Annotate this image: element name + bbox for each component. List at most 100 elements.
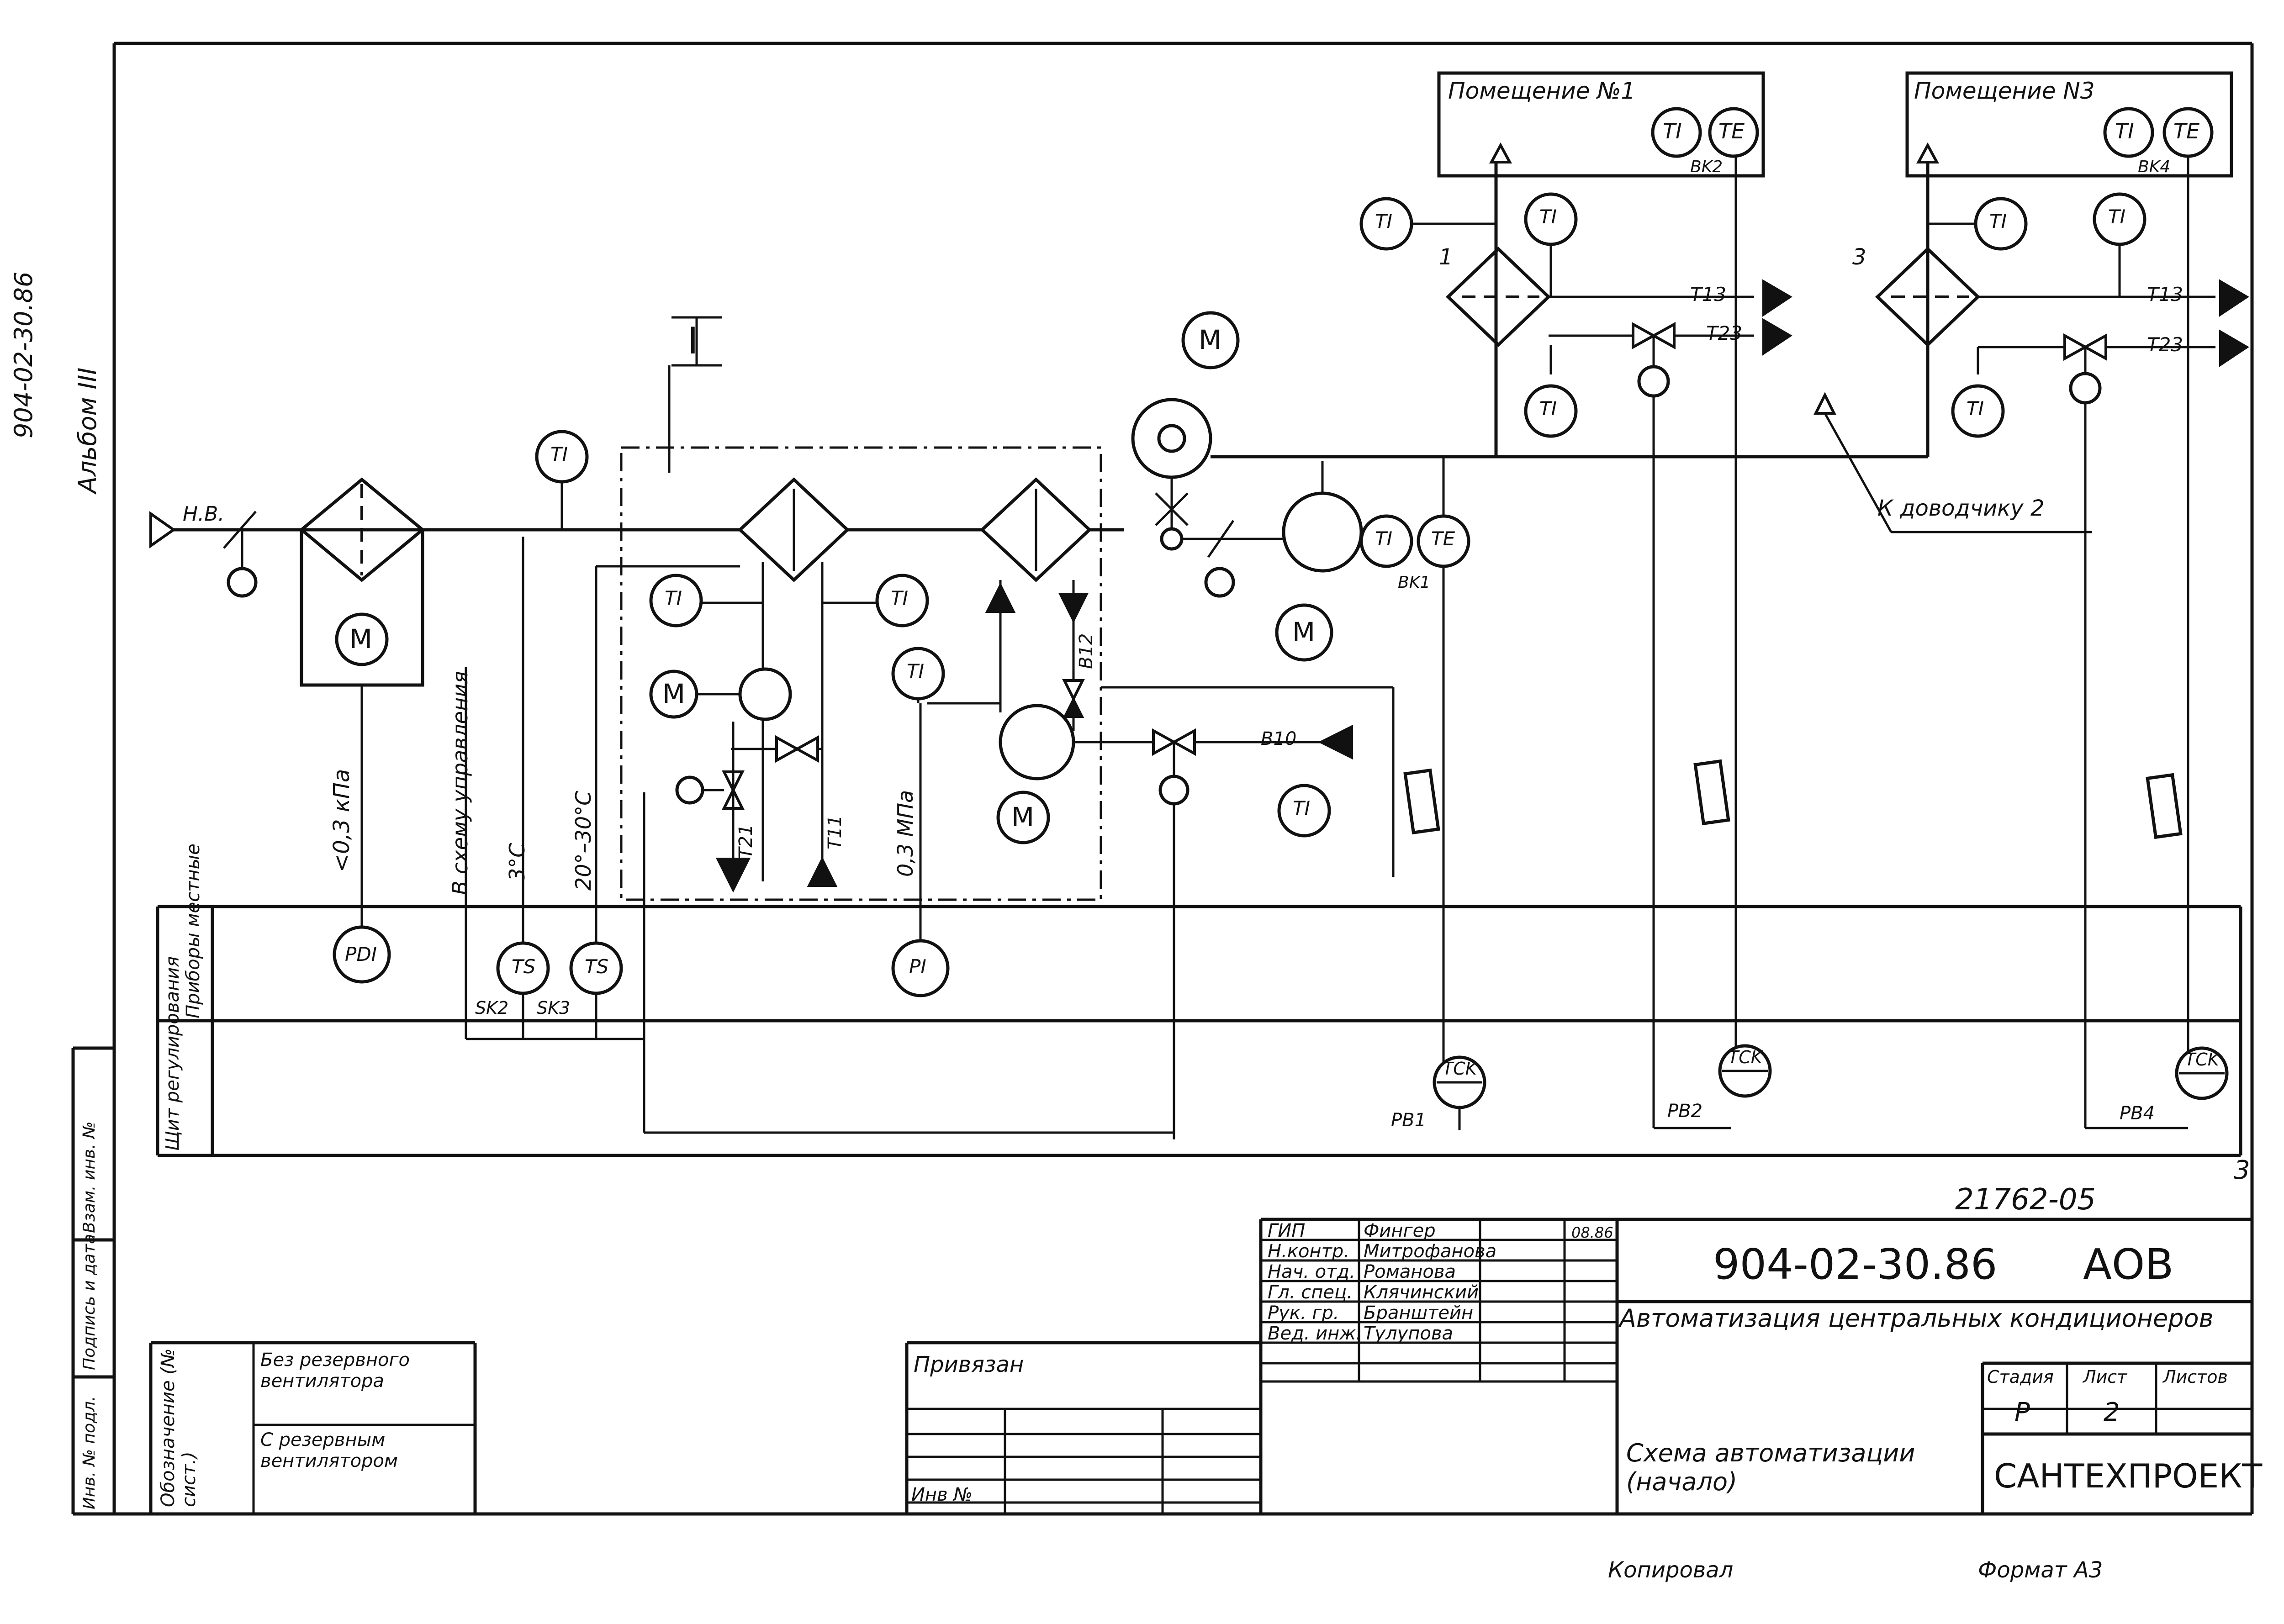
heater-cooler — [737, 477, 1092, 582]
filter-unit — [299, 477, 425, 950]
ti-tag: TI — [1967, 397, 1984, 420]
unit-3-number: 3 — [1852, 244, 1866, 270]
regulator-4-tag: TCK — [2185, 1049, 2219, 1070]
to-closer-label: К доводчику 2 — [1877, 496, 2045, 521]
section-i-box — [620, 316, 1395, 901]
name-6: Тулупова — [1364, 1323, 1454, 1344]
stage-header: Стадия — [1987, 1367, 2054, 1387]
ti-tag: TI — [550, 443, 568, 465]
main-duct — [149, 511, 1124, 598]
copy-number: 21762-05 — [1955, 1183, 2096, 1217]
ti-tag: TI — [891, 587, 909, 609]
conditioner-1 — [1389, 158, 1792, 1128]
regulator-4-id: PB4 — [2120, 1103, 2155, 1124]
ts-tag-1: TS — [512, 955, 536, 978]
name-3: Романова — [1364, 1261, 1456, 1282]
room-box-1 — [1437, 71, 1765, 178]
inlet-label: Н.В. — [183, 502, 225, 526]
room-3-title: Помещение N3 — [1914, 78, 2095, 104]
org-name: САНТЕХПРОЕКТ — [1994, 1457, 2263, 1495]
room-1-ti-tag: TI — [1663, 119, 1682, 143]
inv-number-label: Инв № — [911, 1484, 973, 1505]
room-3-ti-tag: TI — [2115, 119, 2134, 143]
pi-tag: PI — [909, 955, 926, 978]
supply-fans — [1131, 311, 1496, 662]
regulator-1-tag: TCK — [1443, 1059, 1477, 1079]
relay-boxes — [1403, 759, 2183, 839]
te-tag: TE — [1431, 527, 1455, 550]
sheet-name: Схема автоматизации (начало) — [1626, 1439, 1915, 1496]
side-doc-code: 904-02-30.86 — [9, 271, 38, 438]
page-number: 3 — [2234, 1155, 2250, 1185]
ti-tag: TI — [907, 660, 925, 682]
section-mark: I — [687, 320, 698, 362]
unit-1-number: 1 — [1439, 244, 1453, 270]
line-b12: B12 — [1076, 633, 1097, 669]
ti-tag: TI — [1989, 210, 2007, 232]
doc-title: Автоматизация центральных кондиционеров — [1619, 1304, 2214, 1333]
sk2-label: SK2 — [475, 998, 509, 1018]
line-t23-3: T23 — [2147, 333, 2184, 356]
strip-vzam-inv: Взам. инв. № — [80, 1121, 99, 1233]
motor-heater-label: M — [662, 678, 686, 709]
conditioner-3 — [1496, 158, 2249, 1128]
instrument-panel — [156, 537, 2242, 1157]
date-value: 08.86 — [1571, 1224, 1613, 1241]
room-1-sensor-id: BK2 — [1690, 158, 1723, 176]
sk3-label: SK3 — [537, 998, 571, 1018]
role-4: Гл. спец. — [1268, 1282, 1353, 1303]
line-t21: T21 — [735, 824, 756, 859]
privyazan-label: Привязан — [914, 1352, 1024, 1377]
doc-number: 904-02-30.86 — [1713, 1240, 1998, 1289]
ti-tag: TI — [1539, 397, 1557, 420]
motor-pump-label: M — [1011, 801, 1035, 833]
bk1-label: BK1 — [1398, 573, 1431, 592]
side-album-label: Альбом III — [73, 367, 102, 493]
line-b10: B10 — [1261, 728, 1297, 749]
room-3-te-tag: TE — [2173, 119, 2200, 143]
room-1-te-tag: TE — [1718, 119, 1745, 143]
ti-tag: TI — [1375, 527, 1393, 550]
designation-row-1: Без резервного вентилятора — [260, 1350, 410, 1392]
role-2: Н.контр. — [1268, 1241, 1349, 1262]
ts-tag-2: TS — [585, 955, 609, 978]
role-3: Нач. отд. — [1268, 1261, 1355, 1282]
line-t13-1: T13 — [1690, 283, 1727, 306]
ti-tag: TI — [1539, 206, 1557, 228]
motor-fan-1-label: M — [1199, 324, 1222, 355]
footer-copied: Копировал — [1608, 1557, 1734, 1583]
sheet-frame — [71, 42, 2254, 1516]
ti-tag: TI — [2108, 206, 2126, 228]
designation-row-2: С резервным вентилятором — [260, 1429, 398, 1471]
name-4: Клячинский — [1364, 1282, 1479, 1303]
designation-header: Обозначение (№ сист.) — [158, 1348, 200, 1507]
regulator-2-tag: TCK — [1728, 1047, 1762, 1067]
motor-filter-label: M — [349, 623, 373, 654]
note-control: В схему управления — [448, 671, 472, 895]
regulator-1-id: PB1 — [1391, 1110, 1427, 1131]
ti-instruments — [535, 192, 2147, 1094]
room-1-title: Помещение №1 — [1448, 78, 1636, 104]
footer-format: Формат А3 — [1978, 1557, 2103, 1583]
strip-inv-podl: Инв. № подл. — [80, 1396, 99, 1509]
panel-local-label: Приборы местные — [183, 844, 204, 1018]
motor-fan-2-label: M — [1292, 617, 1316, 648]
panel-board-label: Щит регулирования — [162, 956, 183, 1151]
ti-tag: TI — [1375, 210, 1393, 232]
room-box-3 — [1905, 71, 2233, 178]
sheet-header: Лист — [2083, 1367, 2127, 1387]
line-t23-1: T23 — [1706, 322, 1743, 344]
name-5: Бранштейн — [1364, 1302, 1474, 1323]
title-block — [149, 1218, 2252, 1514]
role-6: Вед. инж. — [1268, 1323, 1362, 1344]
role-5: Рук. гр. — [1268, 1302, 1339, 1323]
name-1: Фингер — [1364, 1220, 1436, 1241]
heater-piping — [649, 562, 895, 893]
ti-tag: TI — [665, 587, 682, 609]
line-t11: T11 — [825, 815, 846, 849]
role-1: ГИП — [1268, 1220, 1306, 1241]
note-3c: 3°C — [505, 843, 529, 881]
pdi-tag: PDI — [345, 943, 377, 965]
sheets-header: Листов — [2163, 1367, 2228, 1387]
